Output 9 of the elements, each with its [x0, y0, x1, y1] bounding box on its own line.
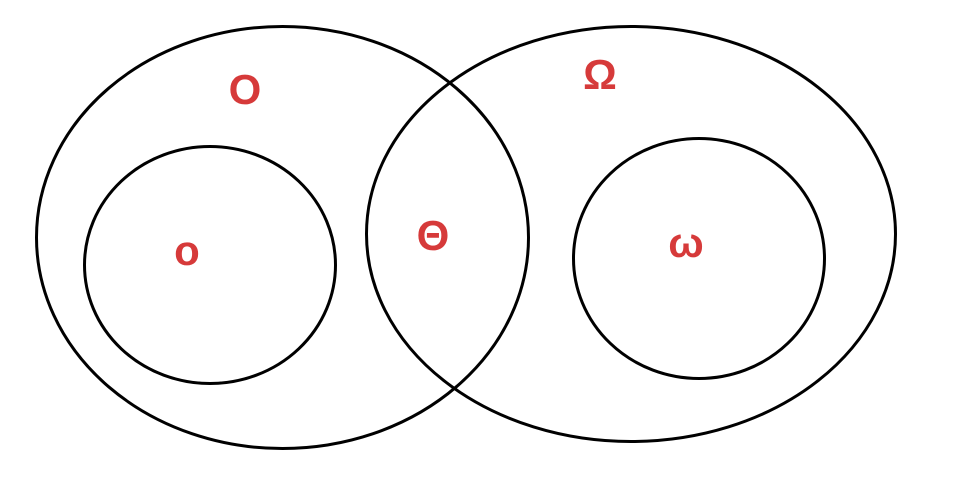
intersection-label: Θ: [416, 215, 450, 257]
set-label: O: [228, 69, 262, 111]
set-label: Ω: [583, 54, 617, 96]
subset-circle: [83, 145, 337, 385]
set-ellipse: [35, 25, 530, 450]
set-label: ω: [668, 222, 704, 264]
set-label: o: [174, 230, 200, 272]
subset-circle: [572, 137, 826, 380]
set-ellipse: [365, 25, 897, 443]
